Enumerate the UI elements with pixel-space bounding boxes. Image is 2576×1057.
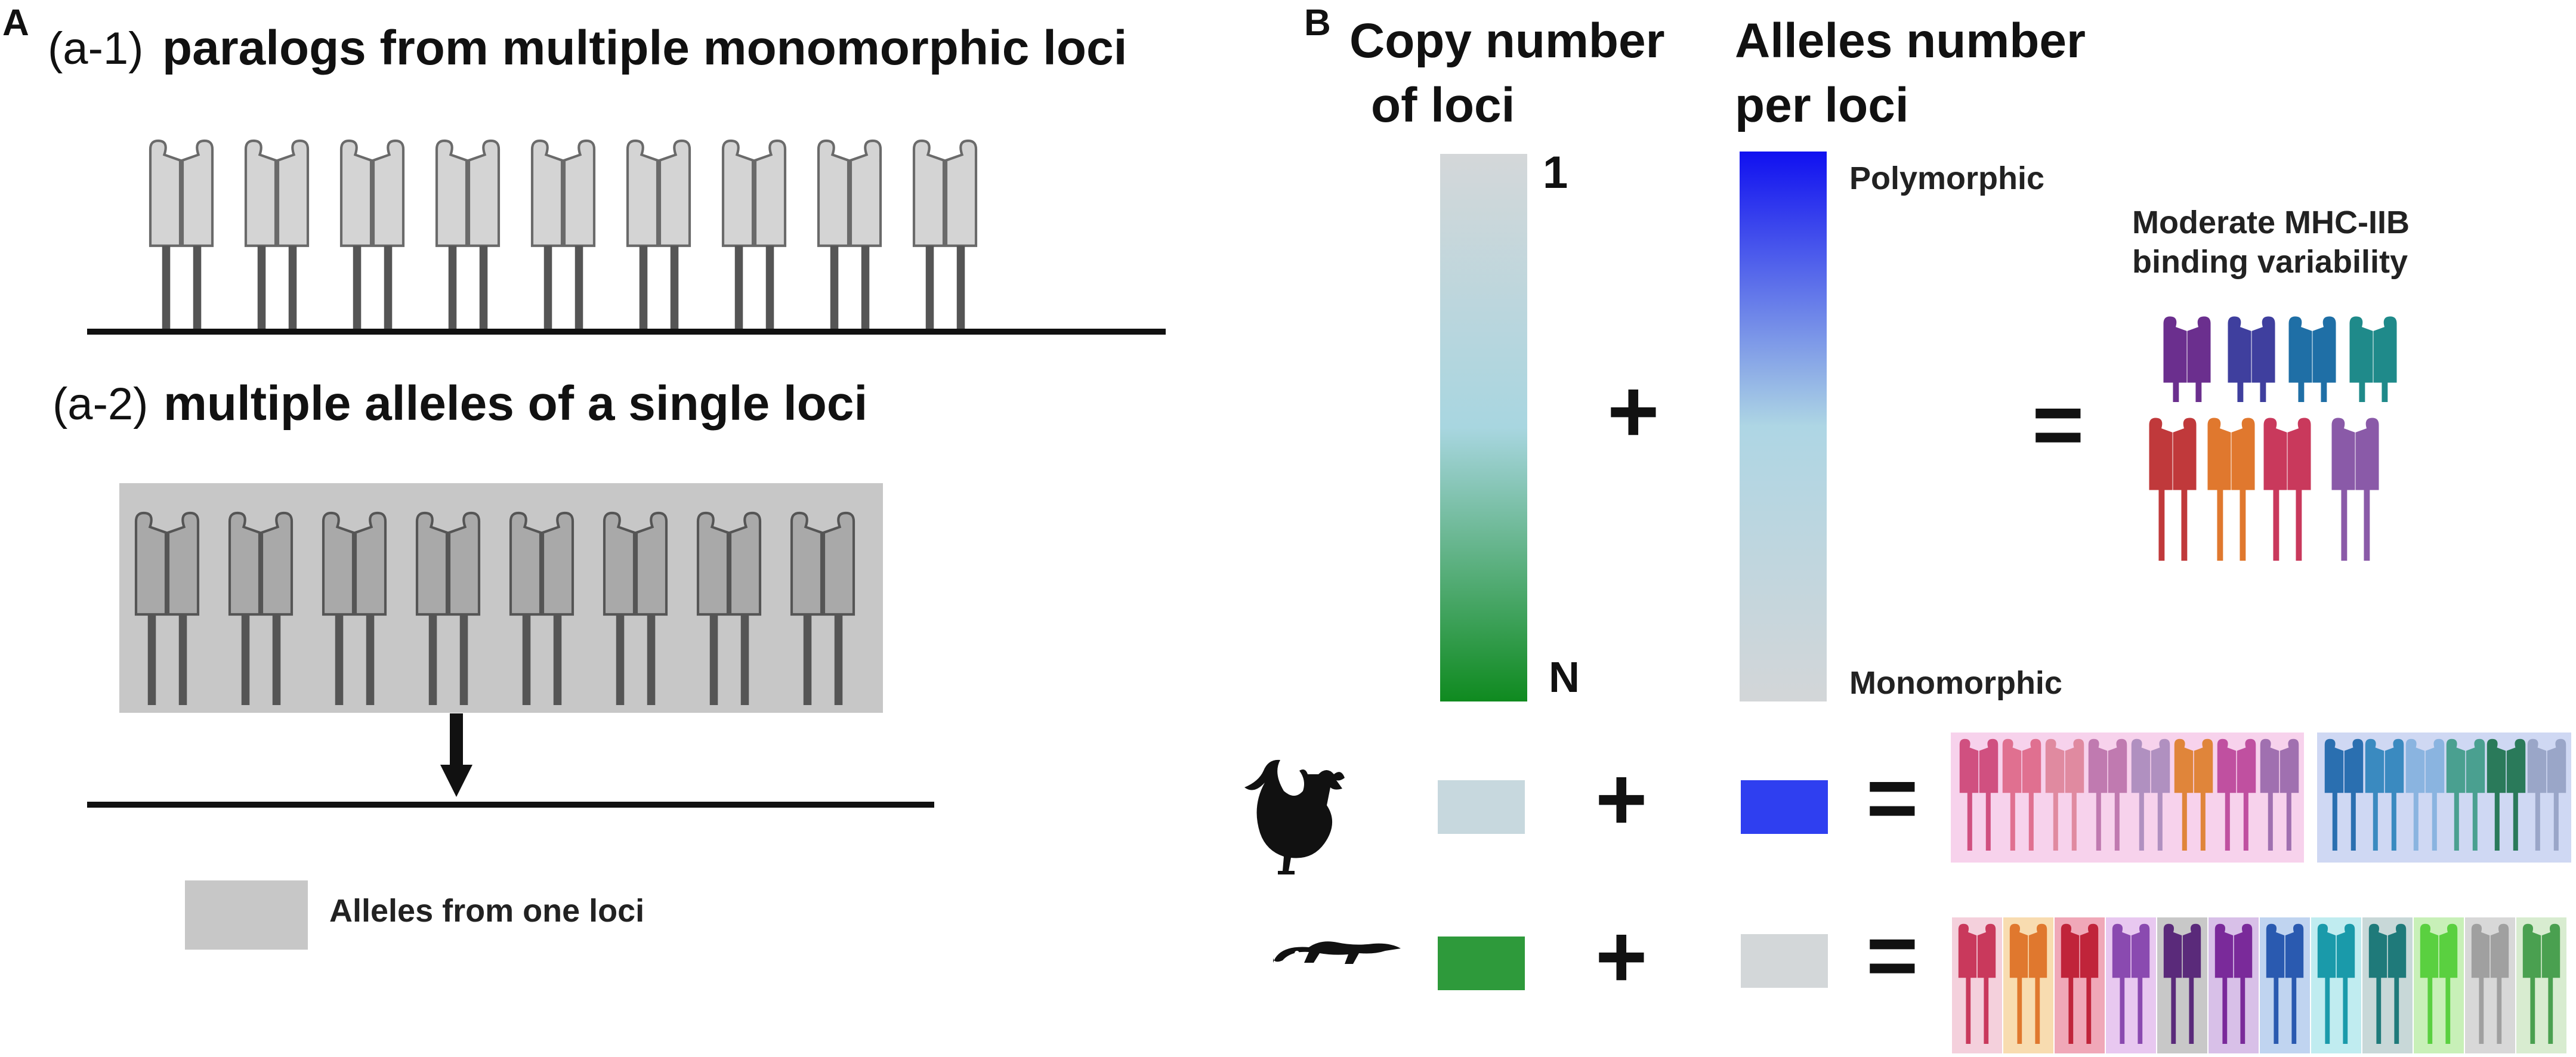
monomorphic-receptor (149, 139, 214, 329)
croc-receptor (2214, 923, 2253, 1044)
copy-number-title-1: Copy number (1349, 14, 1665, 68)
alleles-number-gradient-bar (1740, 152, 1827, 701)
chicken-receptor (2365, 738, 2404, 851)
allele-scale-bottom-label: Monomorphic (1849, 665, 2062, 701)
title-a1-prefix: (a-1) (48, 23, 144, 74)
monomorphic-receptor (435, 139, 501, 329)
title-a2: multiple alleles of a single loci (163, 376, 868, 431)
monomorphic-receptor (530, 139, 596, 329)
legend-label: Alleles from one loci (329, 893, 645, 929)
monomorphic-receptor (912, 139, 978, 329)
copy-scale-top-label: 1 (1543, 147, 1568, 198)
allele-receptor (228, 511, 294, 705)
single-locus-alleles-group (134, 511, 855, 705)
croc-receptor (2522, 923, 2560, 1044)
plus-sign-chicken: + (1595, 749, 1648, 849)
croc-receptor (2266, 923, 2304, 1044)
chicken-receptor (2527, 738, 2566, 851)
copy-scale-bottom-label: N (1549, 654, 1580, 701)
allele-receptor (603, 511, 668, 705)
chicken-copy-swatch (1438, 780, 1525, 834)
allele-receptor (509, 511, 574, 705)
membrane-line-a1 (87, 329, 1166, 335)
croc-receptor (2163, 923, 2201, 1044)
moderate-receptor (2149, 418, 2197, 561)
rooster-icon (1244, 759, 1345, 874)
chicken-receptor (2405, 738, 2445, 851)
monomorphic-receptor (817, 139, 882, 329)
croc-receptor (2471, 923, 2509, 1044)
down-arrow-shaft (450, 713, 463, 767)
monomorphic-loci-group (149, 139, 978, 329)
plus-sign-croc: + (1595, 906, 1648, 1006)
alleles-number-title-2: per loci (1735, 78, 1909, 132)
monomorphic-receptor (626, 139, 691, 329)
allele-receptor (322, 511, 387, 705)
chicken-receptor (2260, 738, 2299, 851)
chicken-allele-swatch (1741, 780, 1828, 834)
croc-receptor (2009, 923, 2047, 1044)
croc-allele-swatch (1741, 934, 1828, 988)
membrane-line-a2 (87, 802, 934, 808)
plus-sign-main: + (1607, 361, 1660, 461)
moderate-receptor (2331, 418, 2379, 561)
moderate-receptor (2207, 418, 2255, 561)
monomorphic-receptor (721, 139, 787, 329)
equals-sign-croc: = (1866, 905, 1919, 1005)
allele-receptor (415, 511, 481, 705)
chicken-receptor (2174, 738, 2213, 851)
chicken-receptors (1959, 738, 2566, 851)
chicken-receptor (2324, 738, 2364, 851)
crocodile-icon (1273, 941, 1401, 964)
chicken-receptor (2088, 738, 2127, 851)
chicken-receptor (2002, 738, 2041, 851)
croc-receptor (2368, 923, 2407, 1044)
monomorphic-receptor (339, 139, 405, 329)
chicken-receptor (2217, 738, 2256, 851)
panel-b-label: B (1304, 2, 1331, 44)
croc-receptor (2061, 923, 2099, 1044)
allele-scale-top-label: Polymorphic (1849, 160, 2045, 196)
down-arrow-head (440, 765, 472, 797)
croc-receptor (1958, 923, 1996, 1044)
allele-receptor (790, 511, 855, 705)
moderate-receptor (2349, 316, 2397, 402)
copy-number-gradient-bar (1440, 154, 1527, 701)
result-label-1: Moderate MHC-IIB (2132, 205, 2410, 240)
croc-copy-swatch (1438, 937, 1525, 990)
chicken-receptor (2045, 738, 2084, 851)
moderate-receptor (2163, 316, 2211, 402)
croc-receptor (2317, 923, 2355, 1044)
legend-swatch (185, 880, 308, 950)
chicken-receptor (2487, 738, 2526, 851)
alleles-number-title-1: Alleles number (1735, 14, 2086, 68)
moderate-receptor (2228, 316, 2275, 402)
chicken-receptor (2131, 738, 2170, 851)
copy-number-title-2: of loci (1371, 78, 1515, 132)
title-a1: paralogs from multiple monomorphic loci (162, 21, 1128, 75)
chicken-receptor (2446, 738, 2485, 851)
panel-a-label: A (2, 2, 29, 44)
result-label-2: binding variability (2132, 244, 2408, 280)
croc-receptor (2112, 923, 2150, 1044)
title-a2-prefix: (a-2) (52, 379, 149, 429)
allele-receptor (134, 511, 200, 705)
equals-sign-main: = (2032, 374, 2084, 474)
croc-receptor (2420, 923, 2458, 1044)
moderate-receptor (2288, 316, 2336, 402)
allele-receptor (696, 511, 762, 705)
crocodile-receptors (1952, 917, 2566, 1053)
chicken-receptor (1959, 738, 1999, 851)
moderate-variability-receptors (2149, 316, 2397, 561)
equals-sign-chicken: = (1866, 747, 1919, 848)
moderate-receptor (2263, 418, 2311, 561)
monomorphic-receptor (244, 139, 310, 329)
